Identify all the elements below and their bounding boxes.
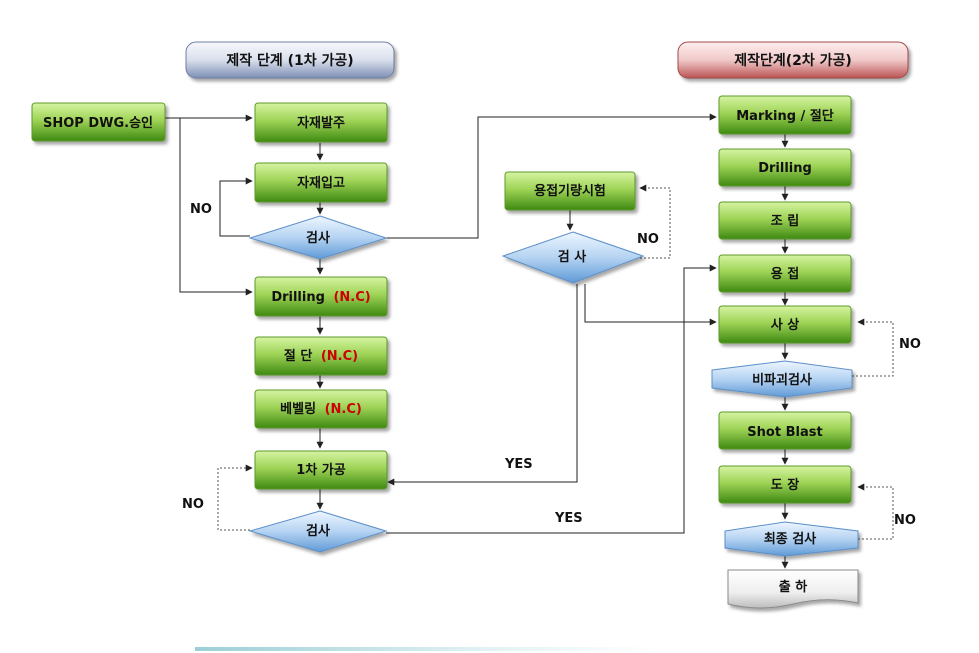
node-inspect-2-label: 검사 (306, 523, 330, 539)
edge-inspect-finishing (584, 284, 717, 326)
node-drilling-nc: Drilling (N.C) (254, 276, 388, 317)
node-primary-processing: 1차 가공 (254, 450, 388, 490)
edge-shop-drilling (179, 118, 253, 296)
node-welding: 용 접 (718, 254, 852, 293)
node-drilling-nc-tag: (N.C) (333, 290, 370, 305)
node-inspect-weld-label: 검 사 (558, 249, 586, 265)
svg-text:베벨링 (N.C): 베벨링 (N.C) (280, 402, 362, 417)
node-inspect-2: 검사 (248, 510, 388, 553)
node-painting: 도 장 (718, 465, 852, 504)
header-stage2: 제작단계(2차 가공) (677, 41, 909, 79)
edge-inspect-primary-yes (387, 284, 578, 486)
node-assembly-label: 조 립 (771, 214, 799, 229)
label-no-receive: NO (190, 202, 212, 217)
header-stage1: 제작 단계 (1차 가공) (185, 41, 395, 79)
node-primary-processing-label: 1차 가공 (296, 462, 345, 478)
node-shipping-label: 출 하 (779, 579, 807, 595)
edge-no-primary (217, 464, 253, 531)
node-cutting-nc-tag: (N.C) (321, 349, 358, 364)
svg-text:절 단 (N.C): 절 단 (N.C) (284, 348, 358, 364)
header-stage1-label: 제작 단계 (1차 가공) (226, 52, 353, 69)
label-no-weld-test: NO (637, 232, 659, 247)
node-shop-dwg-label: SHOP DWG.승인 (43, 115, 153, 131)
svg-text:Drilling (N.C): Drilling (N.C) (271, 290, 370, 305)
node-finishing: 사 상 (718, 305, 852, 344)
label-no-painting: NO (894, 513, 916, 528)
edge-no-finishing (852, 318, 894, 377)
node-cutting-nc: 절 단 (N.C) (254, 336, 388, 376)
edge-no-painting (857, 483, 894, 540)
node-shot-blast-label: Shot Blast (747, 425, 822, 440)
node-ndt-inspection-label: 비파괴검사 (752, 372, 812, 388)
node-ndt-inspection: 비파괴검사 (711, 360, 853, 398)
node-beveling-label: 베벨링 (280, 402, 316, 417)
node-shop-dwg: SHOP DWG.승인 (31, 102, 166, 142)
node-inspect-1: 검사 (248, 215, 388, 260)
node-final-inspection: 최종 검사 (724, 521, 859, 557)
node-material-receive-label: 자재입고 (297, 176, 345, 191)
label-yes-weld: YES (504, 457, 533, 472)
node-shot-blast: Shot Blast (718, 411, 852, 450)
node-welding-label: 용 접 (771, 266, 799, 282)
node-final-inspection-label: 최종 검사 (764, 531, 816, 547)
node-beveling-nc-tag: (N.C) (325, 402, 362, 417)
node-assembly: 조 립 (718, 201, 852, 240)
node-weld-skill-test-label: 용접기량시험 (534, 183, 606, 199)
node-material-order-label: 자재발주 (297, 115, 345, 131)
node-beveling-nc: 베벨링 (N.C) (254, 389, 388, 429)
node-material-order: 자재발주 (254, 102, 388, 143)
node-marking-cutting: Marking / 절단 (718, 95, 852, 135)
edges (165, 113, 894, 569)
node-painting-label: 도 장 (771, 477, 799, 493)
edge-inspect2-welding (386, 264, 717, 534)
label-yes-primary: YES (554, 511, 583, 526)
edge-no-weldtest (639, 184, 671, 259)
label-no-primary: NO (182, 497, 204, 512)
node-drilling-2: Drilling (718, 148, 852, 187)
decorative-bottom-line (195, 647, 655, 651)
node-inspect-weld: 검 사 (501, 231, 645, 284)
node-finishing-label: 사 상 (771, 317, 799, 333)
label-no-finishing: NO (899, 337, 921, 352)
node-weld-skill-test: 용접기량시험 (504, 171, 636, 211)
node-drilling-label: Drilling (271, 290, 325, 305)
header-stage2-label: 제작단계(2차 가공) (734, 52, 852, 69)
node-shipping: 출 하 (727, 569, 859, 609)
node-inspect-1-label: 검사 (306, 230, 330, 246)
node-material-receive: 자재입고 (254, 162, 388, 203)
edge-inspect1-marking (386, 113, 717, 239)
node-drilling-2-label: Drilling (758, 161, 812, 176)
node-marking-cutting-label: Marking / 절단 (736, 108, 834, 124)
node-cutting-label: 절 단 (284, 348, 312, 364)
edge-no-receive (219, 177, 253, 237)
